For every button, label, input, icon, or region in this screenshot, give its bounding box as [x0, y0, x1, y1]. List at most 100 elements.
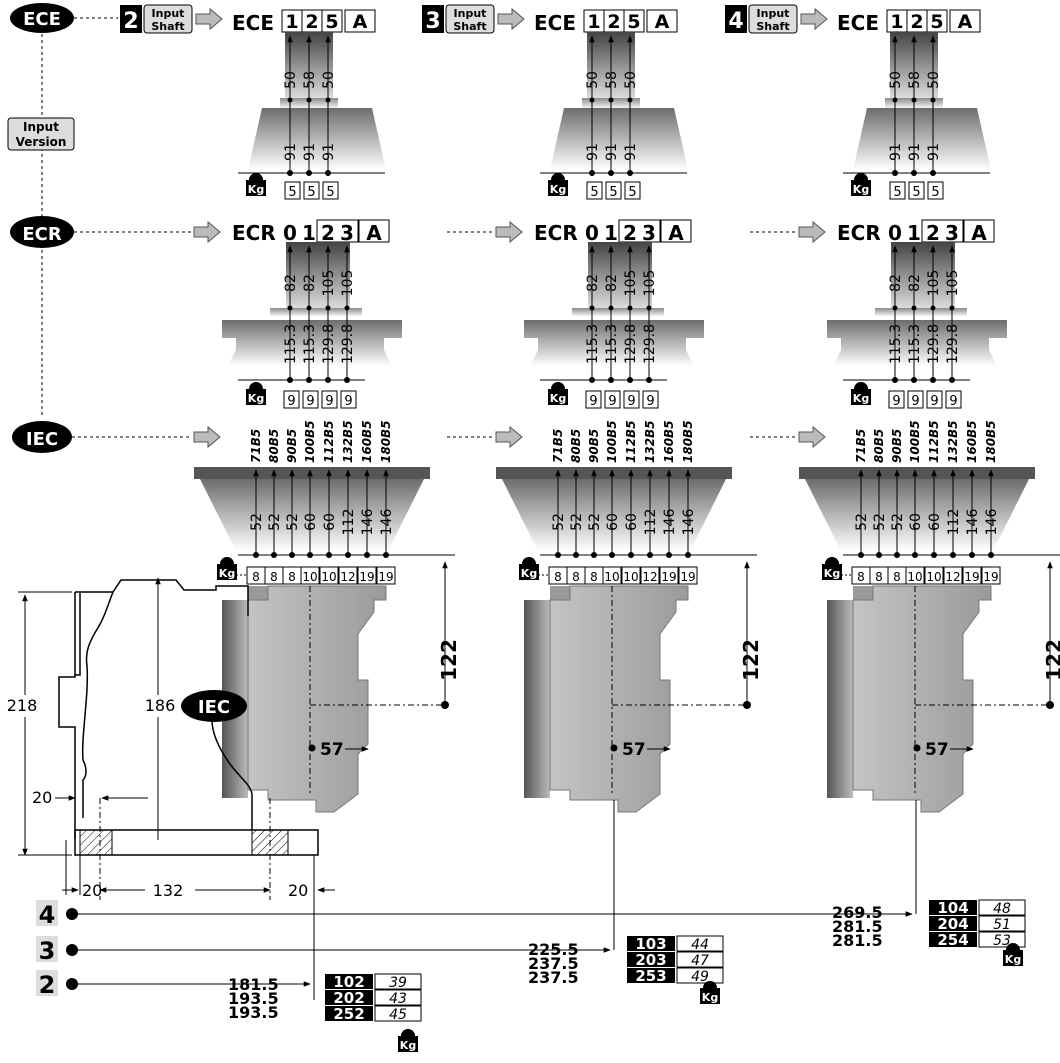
side-outline	[58, 579, 249, 839]
iec-weight-box	[981, 566, 1001, 585]
iec-weight-box	[300, 566, 320, 585]
iec-flange-label: 112B5	[624, 420, 638, 463]
iec-weight: 8	[288, 570, 296, 584]
ece-dim-dot	[306, 170, 312, 176]
ecr-weight-box	[888, 390, 905, 409]
size-weight-icon: Kg	[398, 1029, 418, 1052]
ece-bottom-dim: 91	[604, 143, 620, 161]
iec-weight: 12	[340, 570, 355, 584]
weight-value: 49	[691, 969, 709, 985]
ece-dim-dot	[325, 97, 331, 103]
shaft-arrow-icon	[497, 7, 525, 31]
ecr-code-char: 3	[642, 221, 656, 245]
weight-icon-label: Kg	[400, 1039, 416, 1052]
iec-dim: 60	[303, 513, 319, 531]
iec-weight-icon: Kg	[822, 557, 842, 580]
iec-dim: 146	[681, 509, 697, 536]
code-box	[929, 916, 977, 931]
size-length: 181.5	[228, 975, 279, 994]
ece-weight-icon: Kg	[246, 173, 266, 196]
iec-weight-box	[602, 566, 622, 585]
ecr-code-box	[660, 219, 692, 243]
ecr-dim-dot	[344, 377, 350, 383]
weight-icon-label: Kg	[248, 392, 264, 405]
iec-weight: 8	[270, 570, 278, 584]
ece-dim-dot	[892, 170, 898, 176]
iec-weight-icon: Kg	[519, 557, 539, 580]
ecr-code-char: 0	[888, 221, 902, 245]
input-shaft-box	[143, 4, 193, 34]
ecr-code-char: A	[971, 221, 987, 245]
weight-icon-handle	[1006, 943, 1020, 950]
input-shaft-text-2: Shaft	[151, 20, 184, 33]
ece-code-char: 1	[890, 11, 903, 33]
iec-flange-label: 132B5	[946, 420, 960, 463]
iec-weight-box	[338, 566, 358, 585]
weight-icon-body	[519, 564, 539, 580]
ece-code-box	[646, 9, 678, 33]
input-shaft-box	[445, 4, 495, 34]
ecr-weight-box	[907, 390, 924, 409]
ecr-dim-dot	[608, 305, 614, 311]
iec-dim: 60	[927, 513, 943, 531]
ecr-top-dim: 82	[888, 274, 904, 292]
size-num-bg	[36, 936, 58, 962]
shaft-arrow-icon	[800, 7, 828, 31]
iec-dim-dot	[253, 552, 259, 558]
iec-dim: 112	[341, 509, 357, 536]
ecr-dim-dot	[911, 377, 917, 383]
iec-weight: 10	[604, 570, 619, 584]
ece-dim-dot	[287, 170, 293, 176]
iec-arrow-icon	[193, 425, 221, 449]
offset-dim-label: 57	[622, 740, 646, 760]
offset-dim-dot	[913, 744, 921, 752]
ece-dim-dot	[589, 170, 595, 176]
size-number: 3	[425, 9, 440, 34]
weight-icon-label: Kg	[219, 567, 235, 580]
gearbox-body	[549, 585, 689, 813]
weight-icon-label: Kg	[824, 567, 840, 580]
ecr-weight: 9	[306, 394, 314, 409]
code-box	[627, 952, 675, 967]
ecr-weight-box	[585, 390, 602, 409]
gearbox-lip	[853, 586, 873, 600]
weight-icon-label: Kg	[550, 392, 566, 405]
ecr-weight: 9	[930, 394, 938, 409]
ecr-weight-box	[642, 390, 659, 409]
iec-flange-label: 180B5	[681, 420, 695, 463]
ece-code-char: 5	[930, 11, 943, 33]
ece-code-box	[949, 9, 981, 33]
ecr-housing	[524, 320, 704, 366]
size-length: 237.5	[528, 954, 579, 973]
size-box	[422, 5, 444, 33]
ecr-top-dim: 105	[926, 270, 942, 297]
ecr-top-dim: 105	[945, 270, 961, 297]
iec-weight: 8	[875, 570, 883, 584]
iec-dim: 52	[890, 513, 906, 531]
ecr-dim-dot	[892, 377, 898, 383]
ece-top-dim: 58	[604, 71, 620, 89]
weight-icon-body	[217, 564, 237, 580]
iec-dim-dot	[912, 552, 918, 558]
ece-top-dim: 50	[585, 71, 601, 89]
ecr-code-char: 3	[945, 221, 959, 245]
iec-weight-box	[924, 566, 944, 585]
weight-icon-body	[700, 988, 720, 1004]
ecr-weight: 9	[344, 394, 352, 409]
iec-flange-top	[496, 467, 732, 479]
weight-icon-label: Kg	[550, 183, 566, 196]
ece-code-prefix: ECE	[837, 11, 879, 35]
ece-code-char: 2	[305, 11, 318, 33]
ecr-weight: 9	[287, 394, 295, 409]
ecr-weight-box	[604, 390, 621, 409]
ecr-weight: 9	[892, 394, 900, 409]
ecr-dim-dot	[287, 377, 293, 383]
ecr-dim-dot	[344, 305, 350, 311]
weight-icon-handle	[825, 557, 839, 564]
ecr-dim-dot	[646, 377, 652, 383]
gearbox-lip	[550, 586, 570, 600]
